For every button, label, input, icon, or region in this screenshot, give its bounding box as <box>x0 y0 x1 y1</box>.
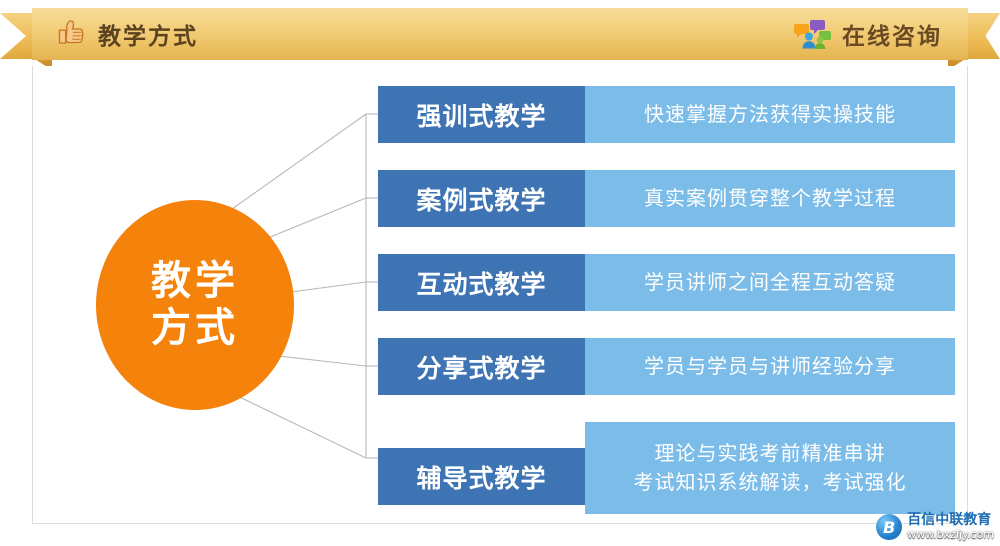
watermark-text: 百信中联教育 www.bxzljy.com <box>907 513 994 540</box>
ribbon-left-group: 教学方式 <box>54 17 198 51</box>
method-rows: 强训式教学 快速掌握方法获得实操技能 案例式教学 真实案例贯穿整个教学过程 互动… <box>378 66 969 524</box>
watermark-logo-icon: B <box>876 514 903 540</box>
method-label: 互动式教学 <box>378 254 585 311</box>
method-desc: 学员与学员与讲师经验分享 <box>585 338 955 395</box>
method-row[interactable]: 互动式教学 学员讲师之间全程互动答疑 <box>378 254 955 311</box>
method-desc-line: 考试知识系统解读，考试强化 <box>633 470 907 494</box>
method-row[interactable]: 强训式教学 快速掌握方法获得实操技能 <box>378 86 955 143</box>
watermark-url: www.bxzljy.com <box>907 528 994 542</box>
thumbs-up-icon <box>54 18 88 50</box>
page-title: 教学方式 <box>98 24 198 50</box>
method-desc: 学员讲师之间全程互动答疑 <box>585 254 955 311</box>
method-desc: 快速掌握方法获得实操技能 <box>585 86 955 143</box>
method-row[interactable]: 辅导式教学 理论与实践考前精准串讲 考试知识系统解读，考试强化 <box>378 422 955 514</box>
hub-line-2: 方式 <box>151 305 239 351</box>
content-card: 教学 方式 强训式教学 快速掌握方法获得实操技能 案例式教学 真实案例贯穿整个教… <box>32 66 968 524</box>
hub-circle: 教学 方式 <box>96 200 294 410</box>
method-desc-line: 真实案例贯穿整个教学过程 <box>644 186 896 210</box>
method-row[interactable]: 案例式教学 真实案例贯穿整个教学过程 <box>378 170 955 227</box>
method-row[interactable]: 分享式教学 学员与学员与讲师经验分享 <box>378 338 955 395</box>
watermark-name: 百信中联教育 <box>907 512 992 529</box>
method-desc: 理论与实践考前精准串讲 考试知识系统解读，考试强化 <box>585 422 955 514</box>
method-desc: 真实案例贯穿整个教学过程 <box>585 170 955 227</box>
method-desc-line: 快速掌握方法获得实操技能 <box>644 102 896 126</box>
online-consult-label: 在线咨询 <box>842 24 942 50</box>
method-label: 辅导式教学 <box>378 448 585 505</box>
online-consult-button[interactable]: 在线咨询 <box>794 17 942 51</box>
online-consult-icon <box>794 19 832 49</box>
method-desc-line: 理论与实践考前精准串讲 <box>654 441 886 465</box>
hub-line-1: 教学 <box>151 257 239 304</box>
method-label: 案例式教学 <box>378 170 585 227</box>
method-desc-line: 学员与学员与讲师经验分享 <box>644 354 896 378</box>
header-ribbon: 教学方式 在线咨询 <box>0 8 1000 70</box>
diagram-area: 教学 方式 强训式教学 快速掌握方法获得实操技能 案例式教学 真实案例贯穿整个教… <box>33 66 967 523</box>
method-desc-line: 学员讲师之间全程互动答疑 <box>644 270 896 294</box>
watermark: B 百信中联教育 www.bxzljy.com <box>876 510 994 544</box>
method-label: 分享式教学 <box>378 338 585 395</box>
ribbon-body: 教学方式 在线咨询 <box>32 8 968 60</box>
method-label: 强训式教学 <box>378 86 585 143</box>
